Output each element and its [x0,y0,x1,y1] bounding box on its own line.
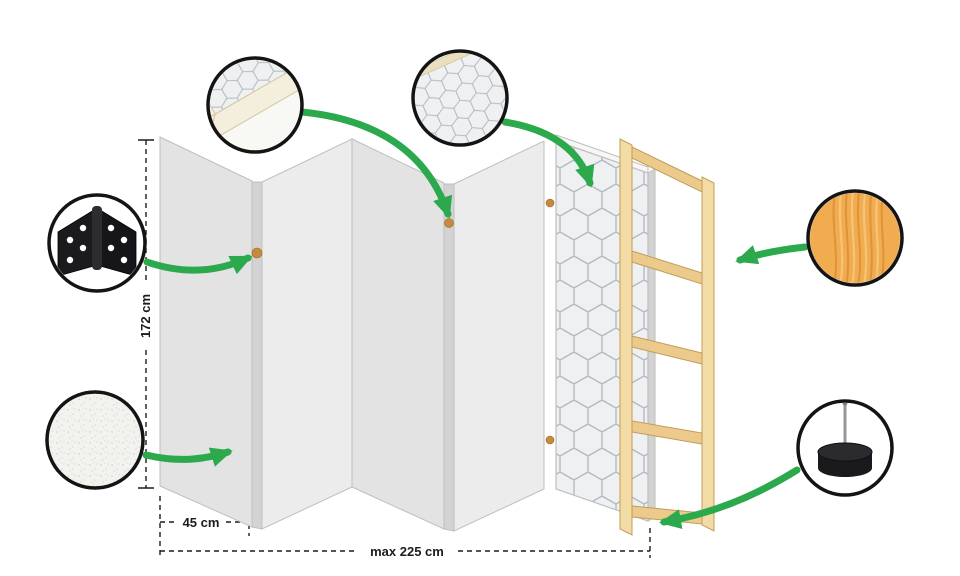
hinge-pin-2 [444,218,454,228]
hinge-icon [57,206,137,277]
panel-2 [261,138,353,530]
callout-ring [411,49,509,147]
panel-width-dimension-label: 45 cm [183,515,220,530]
wood-grain-highlight [838,193,879,283]
folding-screen [159,134,656,532]
fabric-texture-icon [49,394,141,486]
hinge-pin-1 [251,247,263,259]
arrow-foot-detail [659,466,801,529]
patterned-panel-face [555,140,649,522]
callout-ring [206,56,304,154]
wooden-frame [619,138,715,536]
callout-ring [47,193,147,293]
arrow-wood-detail [735,243,809,265]
arrow-fabric-detail [142,447,233,467]
foot-pad-icon [817,403,873,477]
hinge-pin-4 [545,435,555,445]
hinge-pin-3 [545,198,555,208]
arrow-hinge-detail [143,254,253,275]
wood-texture-icon [810,193,900,283]
callout-arrows [142,108,809,529]
patterned-panel [555,134,656,522]
dimension-panel-width-line [159,496,250,558]
arrow-canvas-corner-to-panel [501,118,595,188]
callout-wood [806,189,904,287]
arrow-frame-corner-to-hinge [298,108,453,219]
callout-ring [45,390,145,490]
total-width-label-bg [358,541,456,559]
dimension-height-ticks [138,139,154,489]
callout-ring [806,189,904,287]
dimension-height: 172 cm [138,139,154,489]
panel-edge-3-4 [443,183,455,532]
frame-left-rail [619,138,633,536]
panel-1 [159,136,253,528]
panel-edge-1-2 [251,181,263,530]
panel-4 [453,140,545,532]
callout-ring [796,399,894,497]
total-width-dimension-label: max 225 cm [370,544,444,559]
frame-right-rail [701,176,715,532]
frame-rung [631,146,703,193]
height-dimension-label: 172 cm [138,294,153,338]
callout-hinge [47,193,147,293]
dimension-panel-width: 45 cm [159,496,250,558]
wood-grain [832,193,885,283]
callout-foot [796,399,894,497]
panel-3 [351,138,445,530]
callout-fabric [45,390,145,490]
frame-rung [631,250,703,285]
dimension-total-width-line [160,528,651,558]
dimension-total-width: max 225 cm [160,528,651,559]
frame-rung [631,420,703,445]
frame-rung [631,335,703,365]
